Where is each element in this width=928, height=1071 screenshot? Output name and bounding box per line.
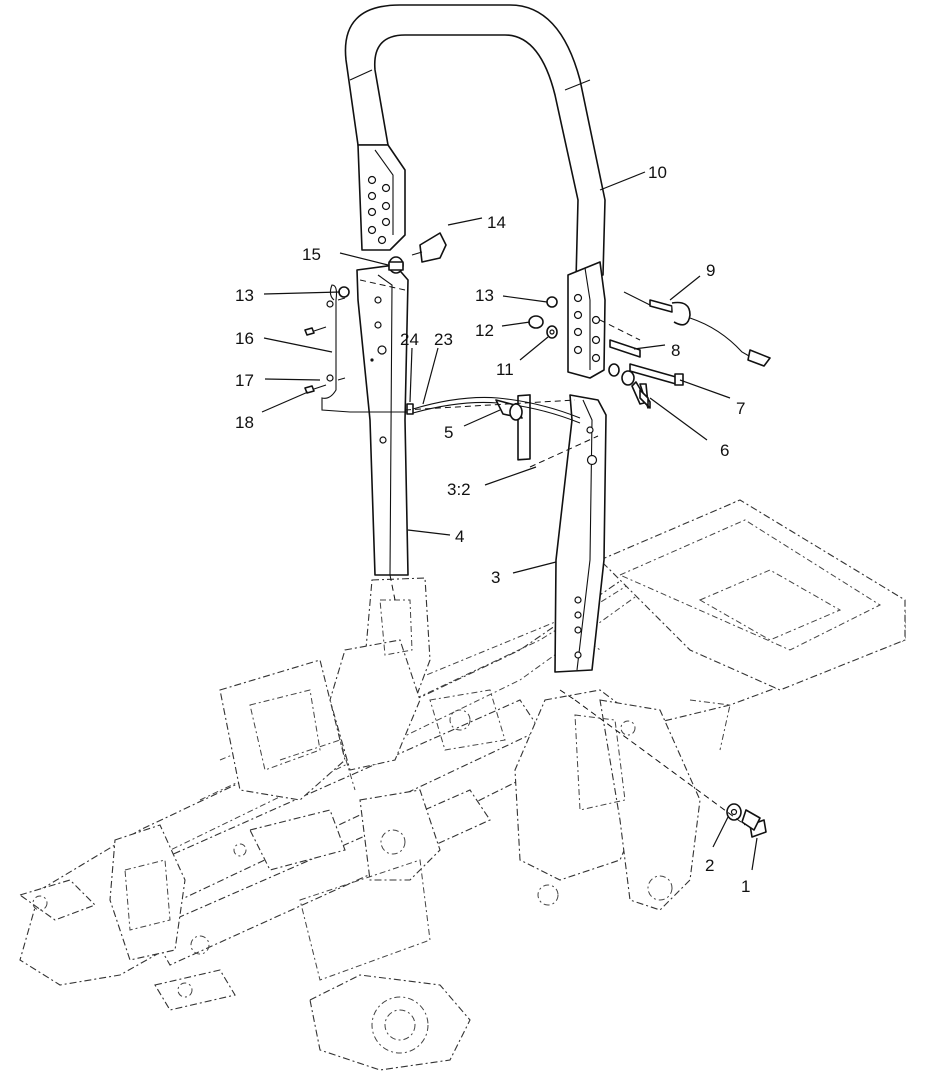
callout-13-left: 13 [235, 286, 254, 305]
callout-12: 12 [475, 321, 494, 340]
callout-16: 16 [235, 329, 254, 348]
callout-9: 9 [706, 261, 715, 280]
callout-14: 14 [487, 213, 506, 232]
callout-15: 15 [302, 245, 321, 264]
callout-23: 23 [434, 330, 453, 349]
callout-18: 18 [235, 413, 254, 432]
leader-lines [261, 171, 758, 871]
callout-3-2: 3:2 [447, 480, 471, 499]
hardware [304, 232, 771, 838]
callout-13-right: 13 [475, 286, 494, 305]
assembly-lines [359, 279, 746, 826]
callout-24: 24 [400, 330, 419, 349]
callout-8: 8 [671, 341, 680, 360]
roll-bar-hoop [344, 4, 606, 379]
callout-2: 2 [705, 856, 714, 875]
mower-frame [18, 499, 906, 1071]
callout-1: 1 [741, 877, 750, 896]
callout-5: 5 [444, 423, 453, 442]
callout-10: 10 [648, 163, 667, 182]
callout-labels: 1 2 3 3:2 4 5 6 7 8 9 10 11 12 13 13 14 … [235, 163, 750, 896]
right-upright [554, 394, 607, 673]
callout-3: 3 [491, 568, 500, 587]
callout-4: 4 [455, 527, 464, 546]
left-upright [356, 264, 409, 576]
callout-6: 6 [720, 441, 729, 460]
decal [517, 394, 531, 461]
callout-17: 17 [235, 371, 254, 390]
callout-7: 7 [736, 399, 745, 418]
callout-11: 11 [496, 360, 514, 379]
